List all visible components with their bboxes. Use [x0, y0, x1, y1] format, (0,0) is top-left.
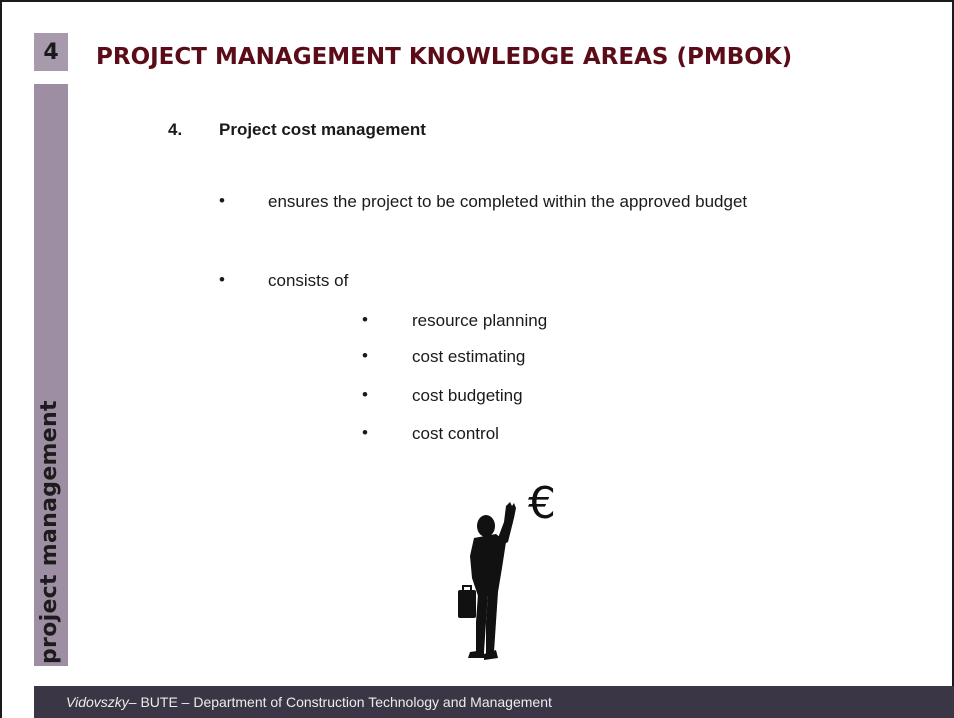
slide-number-badge: 4: [34, 33, 68, 71]
bullet-dot: •: [219, 270, 225, 289]
footer-author: Vidovszky: [66, 694, 129, 710]
sub-bullet-dot: •: [362, 346, 368, 365]
sub-bullet-dot: •: [362, 310, 368, 329]
illustration: €: [456, 472, 586, 662]
footer-affiliation: – BUTE – Department of Construction Tech…: [128, 694, 552, 710]
side-bar: [34, 84, 68, 666]
footer: Vidovszky – BUTE – Department of Constru…: [34, 686, 954, 718]
section-number: 4.: [168, 120, 183, 139]
section-heading: Project cost management: [219, 120, 426, 139]
euro-icon: €: [528, 478, 556, 529]
sub-bullet-cost-estimating: cost estimating: [412, 347, 526, 366]
bullet-dot: •: [219, 191, 225, 210]
sub-bullet-cost-control: cost control: [412, 424, 499, 443]
bullet-text-consists: consists of: [268, 271, 349, 290]
sub-bullet-dot: •: [362, 385, 368, 404]
sub-bullet-dot: •: [362, 423, 368, 442]
sub-bullet-cost-budgeting: cost budgeting: [412, 386, 523, 405]
bullet-text-budget: ensures the project to be completed with…: [268, 192, 748, 211]
slide-title: PROJECT MANAGEMENT KNOWLEDGE AREAS (PMBO…: [96, 44, 793, 70]
sub-bullet-resource-planning: resource planning: [412, 311, 548, 330]
businessman-waving-icon: €: [458, 478, 556, 660]
side-label: project management: [37, 400, 62, 664]
